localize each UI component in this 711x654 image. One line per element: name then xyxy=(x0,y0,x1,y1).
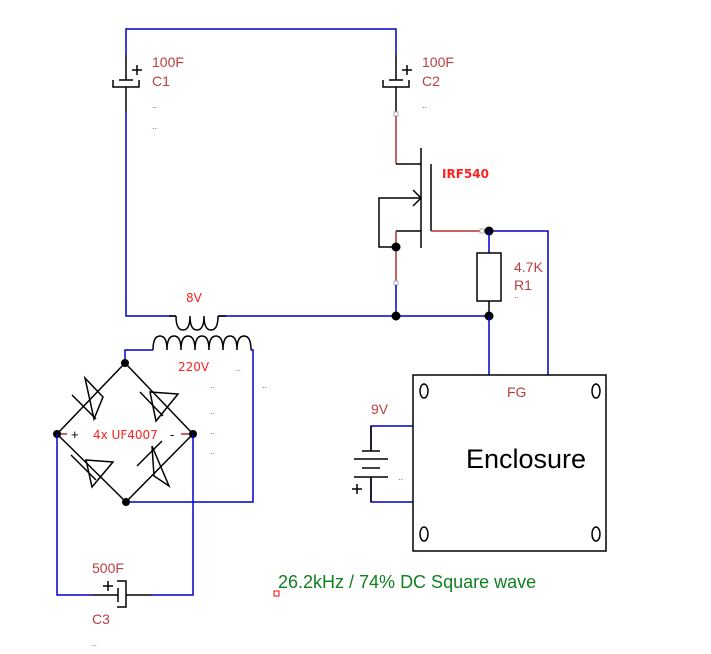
mosfet-irf540[interactable] xyxy=(378,148,432,248)
mounting-hole xyxy=(419,526,429,542)
c1-ref: C1 xyxy=(152,73,170,89)
capacitor-c3[interactable] xyxy=(93,580,151,608)
frequency-note: 26.2kHz / 74% DC Square wave xyxy=(278,572,536,592)
bridge-label: 4x UF4007 xyxy=(93,428,158,442)
c3-extra: .. xyxy=(92,638,97,648)
capacitor-c1[interactable] xyxy=(112,55,142,112)
c2-extra: .. xyxy=(422,100,427,110)
enclosure-title: Enclosure xyxy=(466,444,586,474)
mosfet-label: IRF540 xyxy=(442,167,489,181)
junction-node xyxy=(121,359,129,367)
enclosure-box[interactable] xyxy=(412,374,607,552)
r1-value: 4.7K xyxy=(514,259,543,275)
text-anchor-marker xyxy=(273,590,280,597)
wire-fg-right xyxy=(489,230,549,375)
wire-primary-right xyxy=(126,349,254,503)
transformer[interactable] xyxy=(152,315,252,351)
pin-marker xyxy=(393,280,399,286)
pin-marker xyxy=(479,228,485,234)
wire-c3-right xyxy=(151,434,194,596)
bridge-minus: - xyxy=(170,427,174,442)
wire-battery-bottom xyxy=(370,477,413,503)
pin-marker xyxy=(393,111,399,117)
capacitor-c2[interactable] xyxy=(382,55,412,113)
wire-c1-down xyxy=(125,112,176,317)
c2-ref: C2 xyxy=(422,73,440,89)
c3-value: 500F xyxy=(92,560,124,576)
wire-c3-left xyxy=(56,434,93,596)
c1-extra: .. xyxy=(152,100,157,110)
bridge-rectifier[interactable] xyxy=(56,362,194,503)
junction-node xyxy=(391,311,401,321)
battery-value: 9V xyxy=(371,401,389,417)
mounting-hole xyxy=(591,383,601,399)
dots: .. xyxy=(210,380,215,390)
dots: .. xyxy=(210,446,215,456)
resistor-r1[interactable] xyxy=(476,252,502,302)
mounting-hole xyxy=(591,526,601,542)
junction-node xyxy=(391,242,401,252)
battery-9v[interactable] xyxy=(352,426,388,502)
wire-battery-top xyxy=(370,425,413,451)
transformer-primary-label: 220V xyxy=(178,360,210,374)
transformer-secondary-label: 8V xyxy=(186,291,203,305)
c1-value: 100F xyxy=(152,54,184,70)
c3-ref: C3 xyxy=(92,611,110,627)
enclosure-port-label: FG xyxy=(507,384,526,400)
wire-primary-left xyxy=(124,349,153,362)
wire-top xyxy=(125,28,397,55)
dots: .. xyxy=(262,380,267,390)
dots: .. xyxy=(210,426,215,436)
junction-node xyxy=(122,498,130,506)
c2-value: 100F xyxy=(422,54,454,70)
c1-extra: .. xyxy=(152,121,157,131)
r1-extra: .. xyxy=(514,290,519,300)
dots: .. xyxy=(236,363,241,373)
r1-ref: R1 xyxy=(514,277,532,293)
bridge-plus: + xyxy=(71,427,79,442)
dots: .. xyxy=(210,406,215,416)
mounting-hole xyxy=(419,383,429,399)
battery-extra: .. xyxy=(398,472,403,482)
